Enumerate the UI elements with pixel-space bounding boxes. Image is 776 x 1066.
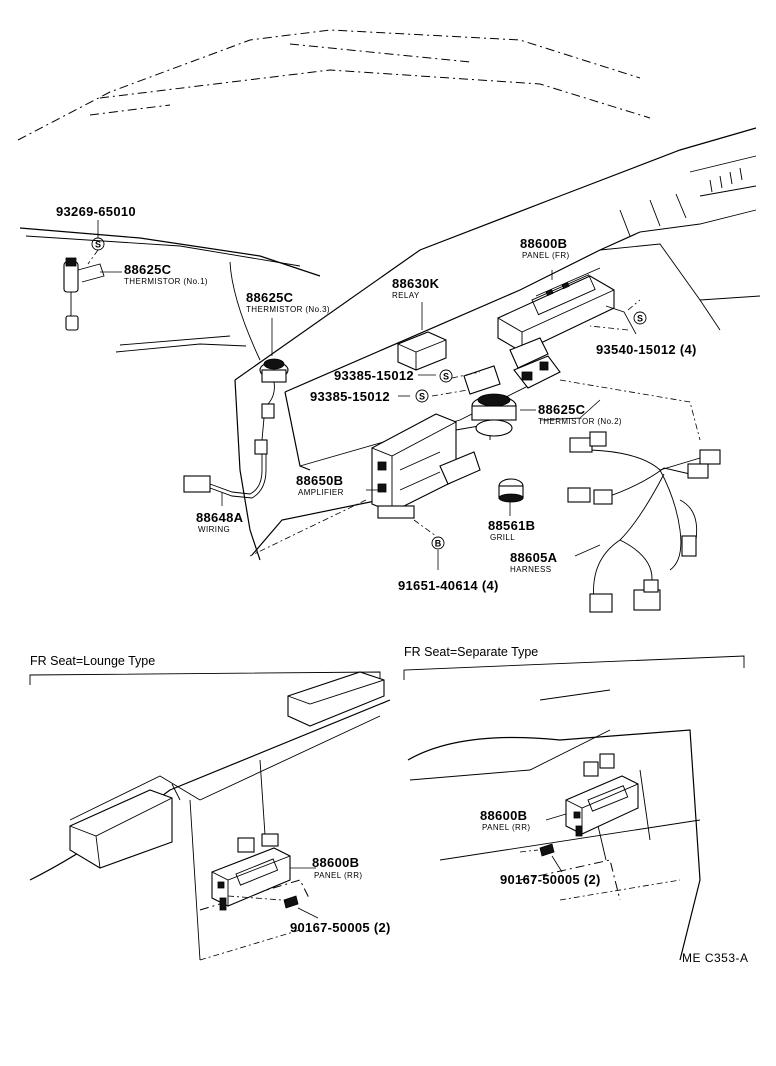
separate-screw-part-number: 90167-50005 (2) [500, 872, 601, 887]
wiring-name: WIRING [198, 525, 230, 534]
thermistor-no2-part-number: 88625C [538, 402, 586, 417]
thermistor-no2-name: THERMISTOR (No.2) [538, 417, 622, 426]
lounge-type-section: FR Seat=Lounge Type [29, 654, 391, 961]
lounge-panel-rr-part [211, 833, 291, 911]
amplifier-part [371, 413, 491, 519]
wiring-part-number: 88648A [196, 510, 244, 525]
screw-amplifier-part-number: 91651-40614 (4) [398, 578, 499, 593]
symbol-s-screw-top: S [91, 237, 105, 251]
symbol-s-text: S [443, 372, 449, 382]
screw-top-part-number: 93269-65010 [56, 204, 136, 219]
symbol-b-amplifier: B [431, 536, 445, 550]
lounge-section-title: FR Seat=Lounge Type [30, 654, 155, 668]
thermistor-no3-part-number: 88625C [246, 290, 294, 305]
separate-panel-rr-name: PANEL (RR) [482, 823, 530, 832]
lounge-panel-rr-name: PANEL (RR) [314, 871, 362, 880]
relay-name: RELAY [392, 291, 420, 300]
leader-lines [87, 220, 701, 570]
lounge-panel-rr-part-number: 88600B [312, 855, 359, 870]
relay-part-number: 88630K [392, 276, 440, 291]
symbol-b-text: B [435, 539, 442, 549]
separate-section-title: FR Seat=Separate Type [404, 645, 538, 659]
separate-vehicle-outline [407, 689, 701, 961]
panel-fr-part-number: 88600B [520, 236, 567, 251]
harness-part-number: 88605A [510, 550, 558, 565]
lounge-screw-part-number: 90167-50005 (2) [290, 920, 391, 935]
thermistor-no1-part-number: 88625C [124, 262, 172, 277]
amplifier-name: AMPLIFIER [298, 488, 344, 497]
thermistor-no1-part [63, 257, 105, 331]
relay-part [397, 331, 447, 371]
grill-part-number: 88561B [488, 518, 535, 533]
grill-part [498, 478, 524, 503]
vehicle-roof-outline [17, 29, 651, 141]
thermistor-no3-part [254, 358, 289, 455]
symbol-s-text: S [95, 240, 101, 250]
symbol-s-relay-2: S [415, 389, 429, 403]
separate-panel-rr-part-number: 88600B [480, 808, 527, 823]
wiring-part [183, 454, 267, 499]
harness-name: HARNESS [510, 565, 551, 574]
thermistor-no2-part [463, 365, 517, 437]
amplifier-part-number: 88650B [296, 473, 343, 488]
lounge-vehicle-outline [29, 671, 391, 961]
symbol-s-text: S [637, 314, 643, 324]
separate-panel-rr-part [565, 753, 639, 837]
symbol-s-panel-fr: S [633, 311, 647, 325]
harness-part [567, 431, 721, 613]
thermistor-no3-name: THERMISTOR (No.3) [246, 305, 330, 314]
panel-fr-name: PANEL (FR) [522, 251, 570, 260]
symbol-s-text: S [419, 392, 425, 402]
panel-fr-part [497, 267, 615, 389]
screw-relay-1-part-number: 93385-15012 [334, 368, 414, 383]
thermistor-no1-name: THERMISTOR (No.1) [124, 277, 208, 286]
grill-name: GRILL [490, 533, 515, 542]
screw-panel-fr-part-number: 93540-15012 (4) [596, 342, 697, 357]
separate-type-section: FR Seat=Separate Type 88600 [403, 645, 745, 961]
vehicle-dashboard-outline [19, 127, 761, 561]
separate-screw-part [519, 843, 555, 857]
screw-relay-2-part-number: 93385-15012 [310, 389, 390, 404]
lounge-screw-part [227, 895, 299, 909]
diagram-reference-code: ME C353-A [682, 951, 749, 965]
symbol-s-relay-1: S [439, 369, 453, 383]
